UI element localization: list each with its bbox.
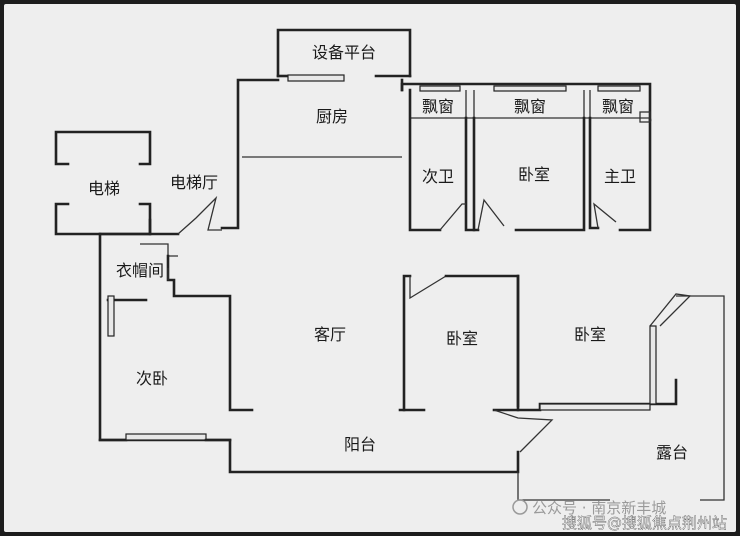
upper-rooms-walls <box>408 88 652 232</box>
hall-walls <box>98 195 254 442</box>
second-bedroom-walls <box>98 433 520 474</box>
label-bedroom-right: 卧室 <box>574 325 606 344</box>
label-terrace: 露台 <box>656 443 688 462</box>
label-bay-window-1: 飘窗 <box>422 97 454 116</box>
wechat-icon <box>512 499 528 515</box>
terrace-walls <box>517 295 725 501</box>
watermark-line-1: 公众号 · 南京新丰城 <box>532 499 666 517</box>
label-bay-window-2: 飘窗 <box>514 97 546 116</box>
floor-plan-drawing: 设备平台 厨房 飘窗 飘窗 飘窗 次卫 卧室 主卫 电梯 电梯厅 衣帽间 客厅 … <box>54 28 727 532</box>
kitchen-walls <box>220 78 404 230</box>
label-balcony: 阳台 <box>344 435 376 454</box>
right-bedroom-walls <box>493 274 692 453</box>
bay-window-strip <box>400 82 652 122</box>
label-bedroom-middle: 卧室 <box>446 329 478 348</box>
kitchen-window <box>287 74 345 82</box>
label-kitchen: 厨房 <box>316 107 348 126</box>
equipment-platform-walls <box>276 28 412 82</box>
label-elevator: 电梯 <box>88 179 120 198</box>
label-living-room: 客厅 <box>314 325 346 344</box>
label-elevator-hall: 电梯厅 <box>170 173 218 192</box>
watermark: 公众号 · 南京新丰城 搜狐号@搜狐焦点荆州站 <box>512 499 727 532</box>
label-bay-window-3: 飘窗 <box>602 97 634 116</box>
label-cloakroom: 衣帽间 <box>116 261 164 280</box>
label-equipment-platform: 设备平台 <box>312 43 376 62</box>
watermark-line-2: 搜狐号@搜狐焦点荆州站 <box>562 514 727 532</box>
floor-plan: 设备平台 厨房 飘窗 飘窗 飘窗 次卫 卧室 主卫 电梯 电梯厅 衣帽间 客厅 … <box>4 4 736 532</box>
label-bedroom-top: 卧室 <box>518 165 550 184</box>
label-second-bedroom: 次卧 <box>136 369 168 388</box>
label-guest-bathroom: 次卫 <box>422 167 454 186</box>
label-master-bathroom: 主卫 <box>604 167 636 186</box>
